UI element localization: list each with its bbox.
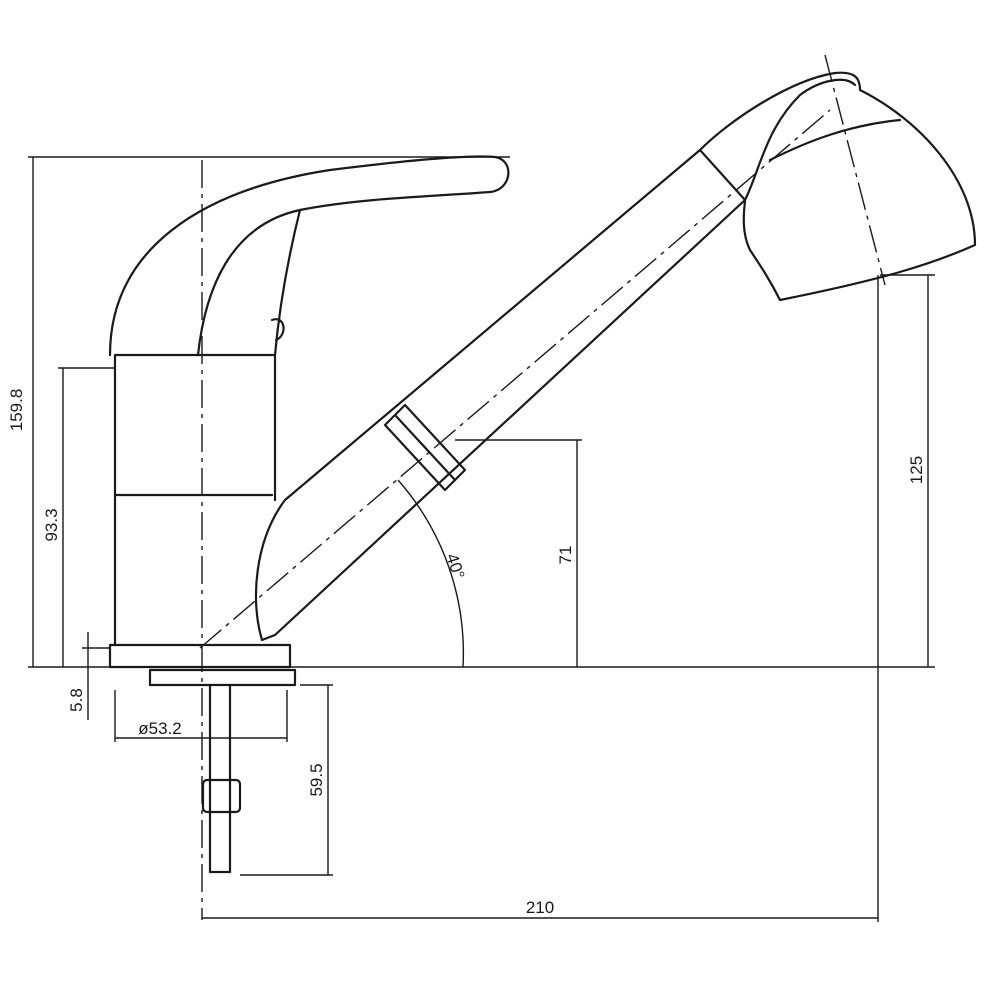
- head-centerline: [824, 54, 886, 286]
- dim-base-thickness: 5.8: [67, 688, 86, 712]
- dimension-lines: [28, 156, 935, 922]
- dim-body-height: 93.3: [42, 508, 61, 541]
- dim-spout-angle: 40°: [442, 551, 468, 581]
- spray-head: [698, 71, 977, 302]
- spout-centerline: [199, 109, 831, 649]
- dim-reach: 210: [526, 898, 554, 917]
- lever-handle: [108, 155, 510, 357]
- dim-outlet-height: 125: [907, 456, 926, 484]
- mounting-assembly: [148, 668, 297, 874]
- dim-shank-length: 59.5: [307, 763, 326, 796]
- dim-spout-height: 71: [556, 546, 575, 565]
- dim-base-diameter: ø53.2: [138, 719, 181, 738]
- dim-total-height: 159.8: [7, 389, 26, 432]
- pull-out-spout: [254, 148, 747, 642]
- faucet-body: [108, 353, 292, 669]
